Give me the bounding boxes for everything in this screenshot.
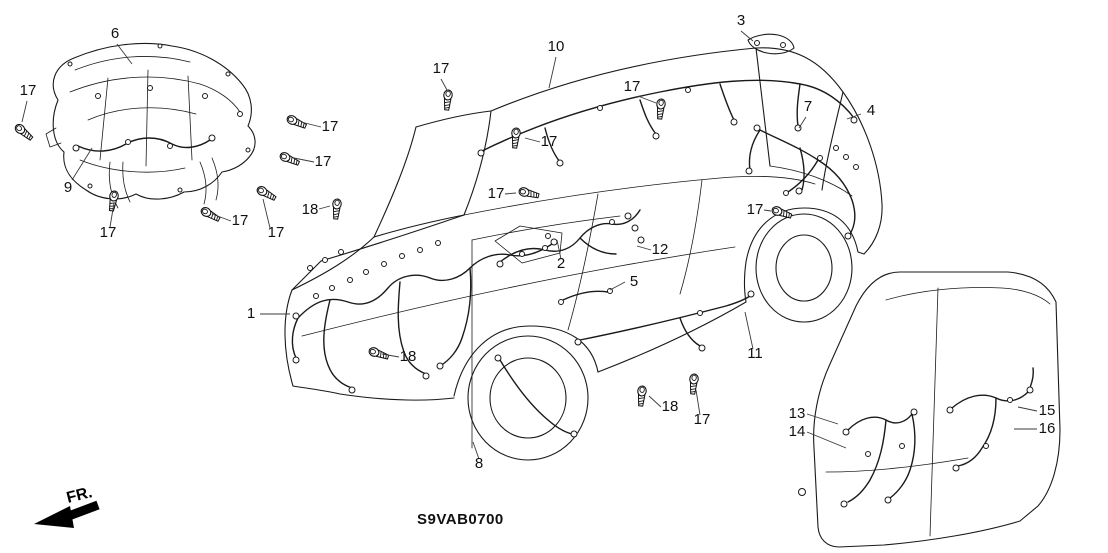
bolt-icon xyxy=(12,122,35,143)
fr-arrow-head xyxy=(34,506,74,528)
callout-5: 5 xyxy=(630,273,638,290)
fr-label: FR. xyxy=(65,484,94,507)
door-harness-right xyxy=(951,367,1034,467)
sill-harness xyxy=(579,295,751,347)
bolt-icon xyxy=(509,127,522,149)
callout-18: 18 xyxy=(662,398,679,415)
callout-4: 4 xyxy=(867,102,875,119)
callout-17: 17 xyxy=(747,201,764,218)
callout-17: 17 xyxy=(694,411,711,428)
front-direction-indicator: FR. xyxy=(34,484,100,528)
callout-18: 18 xyxy=(302,201,319,218)
callout-17: 17 xyxy=(315,153,332,170)
callout-3: 3 xyxy=(737,12,745,29)
floor-harness xyxy=(291,243,553,389)
callout-14: 14 xyxy=(789,423,806,440)
instrument-panel-harness-assembly xyxy=(45,42,256,209)
callout-8: 8 xyxy=(475,455,483,472)
front-wheel xyxy=(467,335,589,461)
door-harness-left xyxy=(847,413,916,503)
callout-12: 12 xyxy=(652,241,669,258)
callout-18: 18 xyxy=(400,348,417,365)
callout-17: 17 xyxy=(433,60,450,77)
callout-17: 17 xyxy=(268,224,285,241)
callout-17: 17 xyxy=(624,78,641,95)
bolt-icon xyxy=(654,98,667,120)
callout-17: 17 xyxy=(488,185,505,202)
callout-13: 13 xyxy=(789,405,806,422)
callout-17: 17 xyxy=(232,212,249,229)
callout-17: 17 xyxy=(20,82,37,99)
diagram-code: S9VAB0700 xyxy=(417,511,504,528)
bolt-icon xyxy=(635,385,648,407)
branch-harness-5 xyxy=(562,290,609,301)
callout-17: 17 xyxy=(541,133,558,150)
branch-harness-8 xyxy=(499,359,573,435)
bolt-icon xyxy=(441,89,454,111)
callout-10: 10 xyxy=(548,38,565,55)
bolt-icon xyxy=(687,373,700,395)
bolt-icon xyxy=(367,345,391,362)
bolt-icon xyxy=(285,113,308,131)
callout-6: 6 xyxy=(111,25,119,42)
bolt-icon xyxy=(278,150,301,168)
callout-15: 15 xyxy=(1039,402,1056,419)
callout-1: 1 xyxy=(247,305,255,322)
callout-labels: 6 17 9 17 17 17 17 17 18 17 10 3 17 7 4 … xyxy=(20,12,1056,472)
bolt-icon xyxy=(255,184,278,203)
leader-lines xyxy=(21,30,1038,460)
vehicle-body-outline xyxy=(284,47,883,449)
bolt-icon xyxy=(330,198,343,220)
roof-harness xyxy=(479,79,855,163)
bolt-icon xyxy=(770,204,794,221)
callout-17: 17 xyxy=(100,224,117,241)
cabin-harness xyxy=(494,209,641,264)
connector-circles xyxy=(67,40,1034,508)
callout-11: 11 xyxy=(747,345,763,362)
bracket-part-3 xyxy=(747,33,795,55)
bolt-icon xyxy=(517,186,541,201)
side-body-panel xyxy=(813,271,1061,548)
callout-2: 2 xyxy=(557,255,565,272)
callout-9: 9 xyxy=(64,179,72,196)
callout-16: 16 xyxy=(1039,420,1056,437)
callout-7: 7 xyxy=(804,98,812,115)
bolt-icon xyxy=(199,205,222,224)
rear-wheel xyxy=(755,213,853,323)
callout-17: 17 xyxy=(322,118,339,135)
